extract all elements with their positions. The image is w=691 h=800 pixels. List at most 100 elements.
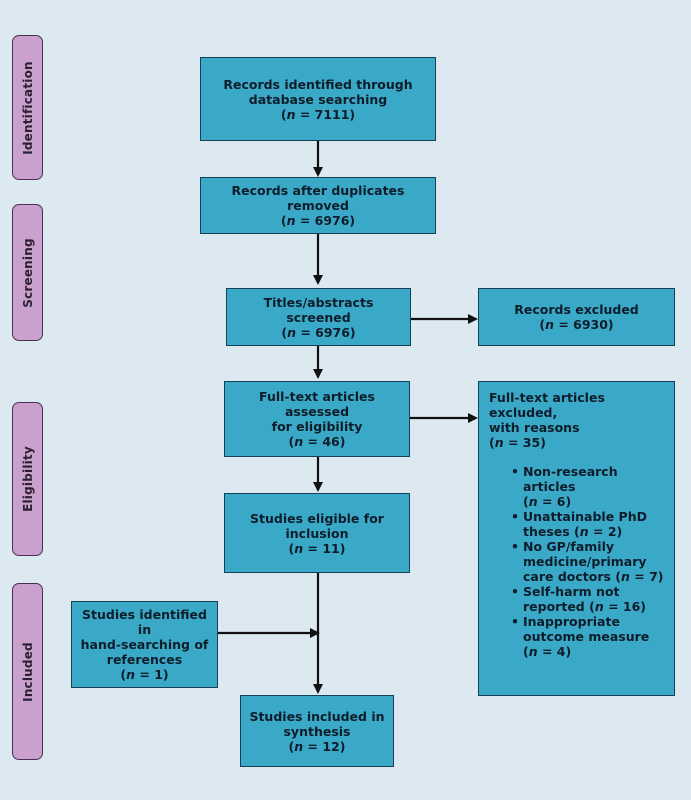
exclusion-reason: Unattainable PhD theses (n = 2) xyxy=(511,509,664,539)
count-prefix: ( xyxy=(489,435,495,450)
box-records-excluded-line1: Records excluded xyxy=(514,302,639,317)
reason-text: Non-research articles xyxy=(523,464,618,494)
reason-text: Self-harm not xyxy=(523,584,620,599)
reason-text: Inappropriate xyxy=(523,614,620,629)
box-studies-included-count: (n = 12) xyxy=(289,739,346,754)
count-value: = 6930) xyxy=(553,317,614,332)
phase-eligibility: Eligibility xyxy=(12,402,43,556)
box-records-identified-line1: Records identified through xyxy=(223,76,413,92)
count-var: n xyxy=(545,317,554,332)
count-value: = 11) xyxy=(303,540,346,556)
box-titles-screened-count: (n = 6976) xyxy=(281,325,355,340)
exclusion-reason: No GP/family medicine/primary care docto… xyxy=(511,539,664,584)
box-studies-included-line2: synthesis xyxy=(283,723,351,739)
reason-text: No GP/family xyxy=(523,539,615,554)
count-var: n xyxy=(286,106,296,122)
box-fulltext-excluded: Full-text articles excluded, with reason… xyxy=(478,381,675,696)
count-prefix: ( xyxy=(288,540,295,556)
box-hand-searching-line2: hand-searching of xyxy=(80,637,209,652)
box-fulltext-assessed-count: (n = 46) xyxy=(289,434,346,449)
reason-count: theses (n = 2) xyxy=(523,524,664,539)
box-studies-eligible-line2: inclusion xyxy=(285,525,349,541)
exclusion-reason: Non-research articles (n = 6) xyxy=(511,464,664,509)
count-prefix: ( xyxy=(288,738,295,754)
reason-text-cont: medicine/primary xyxy=(523,554,647,569)
phase-screening: Screening xyxy=(12,204,43,341)
count-prefix: ( xyxy=(539,317,546,332)
box-fulltext-excluded-count: (n = 35) xyxy=(489,435,546,450)
box-records-identified-line2: database searching xyxy=(248,91,388,107)
box-studies-eligible: Studies eligible for inclusion (n = 11) xyxy=(224,493,410,573)
exclusion-reason: Inappropriate outcome measure (n = 4) xyxy=(511,614,664,659)
count-value: = 2) xyxy=(588,524,623,539)
box-studies-eligible-line1: Studies eligible for xyxy=(250,510,384,526)
count-value: = 35) xyxy=(503,435,546,450)
reason-text: Unattainable PhD xyxy=(523,509,647,524)
count-prefix: ( xyxy=(120,667,127,682)
count-value: = 4) xyxy=(537,644,572,659)
count-var: n xyxy=(287,324,296,340)
count-prefix: ( xyxy=(280,213,287,228)
box-studies-eligible-count: (n = 11) xyxy=(289,541,346,556)
exclusion-reasons-list: Non-research articles (n = 6) Unattainab… xyxy=(489,464,664,659)
phase-included: Included xyxy=(12,583,43,760)
reason-count: reported (n = 16) xyxy=(523,599,664,614)
reason-count-prefix: ( xyxy=(523,494,529,509)
count-var: n xyxy=(294,434,304,449)
reason-count-prefix: care doctors ( xyxy=(523,569,622,584)
reason-count-prefix: theses ( xyxy=(523,524,580,539)
count-prefix: ( xyxy=(280,106,287,122)
count-value: = 6976) xyxy=(295,213,356,228)
box-fulltext-excluded-line1: Full-text articles excluded, xyxy=(489,390,605,420)
count-value: = 7111) xyxy=(295,106,356,122)
count-var: n xyxy=(579,524,589,539)
box-hand-searching-line1: Studies identified in xyxy=(82,607,207,637)
count-value: = 46) xyxy=(303,434,346,449)
count-prefix: ( xyxy=(288,434,295,449)
count-var: n xyxy=(294,738,304,754)
phase-identification: Identification xyxy=(12,35,43,180)
reason-count-prefix: ( xyxy=(523,644,529,659)
box-fulltext-assessed-line2: for eligibility xyxy=(271,419,363,434)
box-titles-screened: Titles/abstracts screened (n = 6976) xyxy=(226,288,411,346)
box-hand-searching-line3: references xyxy=(106,652,183,667)
count-value: = 6) xyxy=(537,494,572,509)
count-value: = 12) xyxy=(303,738,346,754)
count-var: n xyxy=(528,644,538,659)
count-value: = 6976) xyxy=(295,324,356,340)
box-records-identified-count: (n = 7111) xyxy=(281,107,355,122)
box-studies-included: Studies included in synthesis (n = 12) xyxy=(240,695,394,767)
count-var: n xyxy=(126,667,136,682)
box-hand-searching-count: (n = 1) xyxy=(120,667,168,682)
box-after-duplicates-line1: Records after duplicates removed xyxy=(231,183,405,213)
box-after-duplicates-count: (n = 6976) xyxy=(281,213,355,228)
reason-count-prefix: reported ( xyxy=(523,599,595,614)
box-hand-searching: Studies identified in hand-searching of … xyxy=(71,601,218,688)
count-prefix: ( xyxy=(281,324,288,340)
box-after-duplicates: Records after duplicates removed (n = 69… xyxy=(200,177,436,234)
box-fulltext-assessed-line1: Full-text articles assessed xyxy=(259,389,375,419)
count-value: = 16) xyxy=(603,599,647,614)
box-fulltext-excluded-line2: with reasons xyxy=(489,420,580,435)
box-titles-screened-line1: Titles/abstracts screened xyxy=(263,294,374,325)
box-records-identified: Records identified through database sear… xyxy=(200,57,436,141)
count-var: n xyxy=(286,213,296,228)
count-var: n xyxy=(528,494,538,509)
reason-text-cont: outcome measure xyxy=(523,629,650,644)
count-var: n xyxy=(621,569,630,584)
box-records-excluded-count: (n = 6930) xyxy=(539,317,613,332)
reason-count: (n = 6) xyxy=(523,494,664,509)
exclusion-reason: Self-harm not reported (n = 16) xyxy=(511,584,664,614)
count-var: n xyxy=(294,540,304,556)
count-value: = 7) xyxy=(629,569,664,584)
count-var: n xyxy=(594,599,604,614)
box-records-excluded: Records excluded (n = 6930) xyxy=(478,288,675,346)
count-value: = 1) xyxy=(135,667,169,682)
reason-count: (n = 4) xyxy=(523,644,664,659)
box-studies-included-line1: Studies included in xyxy=(249,708,385,724)
count-var: n xyxy=(494,435,504,450)
box-fulltext-assessed: Full-text articles assessed for eligibil… xyxy=(224,381,410,457)
reason-count: care doctors (n = 7) xyxy=(523,569,664,584)
